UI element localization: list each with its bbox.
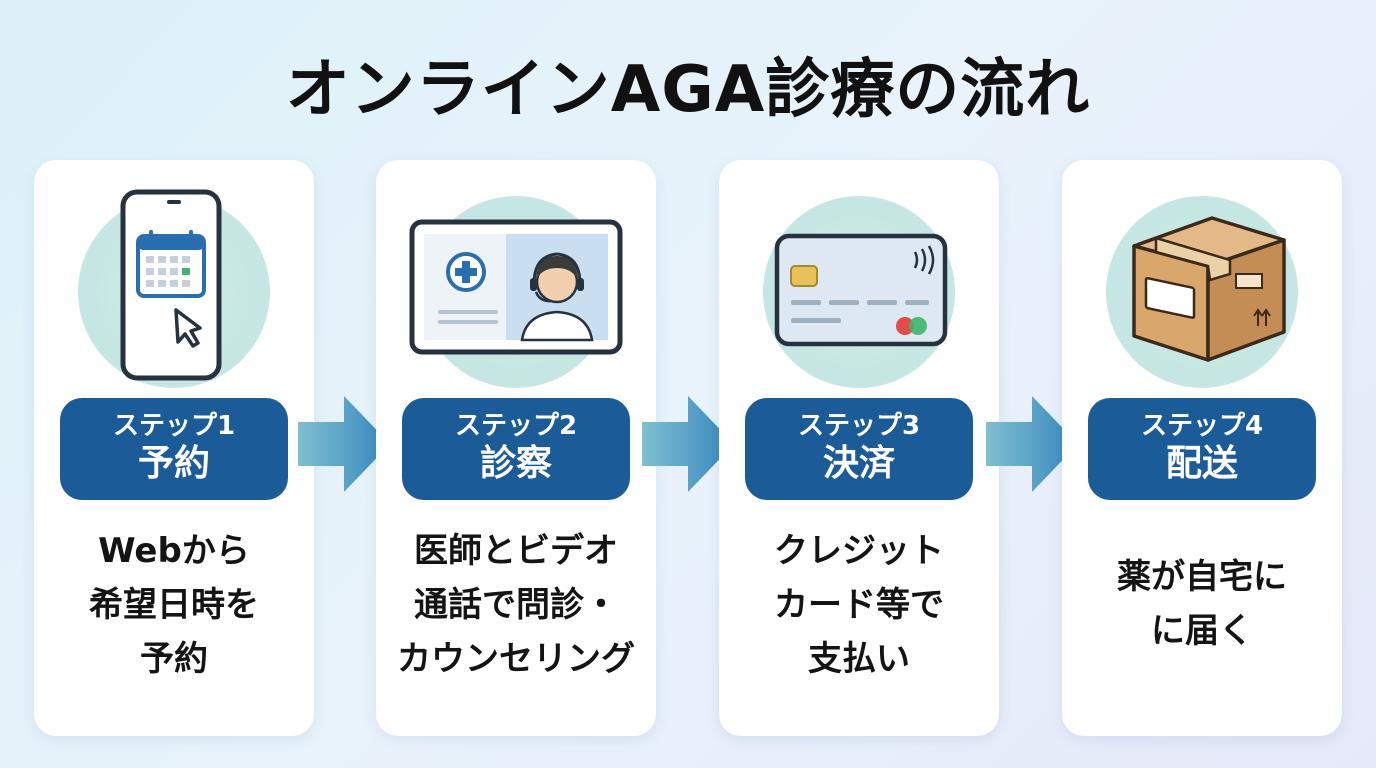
arrow-right-icon xyxy=(298,396,390,492)
step-description: 医師とビデオ 通話で問診・ カウンセリング xyxy=(384,524,648,686)
page-title: オンラインAGA診療の流れ xyxy=(285,53,1091,127)
step-name: 決済 xyxy=(822,443,895,484)
desc-line: 希望日時を xyxy=(89,585,259,625)
desc-line: 予約 xyxy=(140,639,208,679)
desc-line: 医師とビデオ xyxy=(414,531,618,571)
step-card-2: ステップ2 診察 医師とビデオ 通話で問診・ カウンセリング xyxy=(376,160,656,736)
video-consultation-icon xyxy=(409,219,623,355)
step-card-4: ステップ4 配送 薬が自宅に に届く xyxy=(1062,160,1342,736)
step-badge-2: ステップ2 診察 xyxy=(402,398,630,500)
desc-line: カウンセリング xyxy=(397,639,635,679)
step-number-label: ステップ1 xyxy=(112,411,236,441)
desc-line: 薬が自宅に xyxy=(1117,557,1287,597)
credit-card-icon xyxy=(774,233,948,347)
desc-line: カード等で xyxy=(774,585,944,625)
step-badge-3: ステップ3 決済 xyxy=(745,398,973,500)
desc-line: に届く xyxy=(1151,611,1253,651)
desc-line: 支払い xyxy=(808,639,910,679)
shipping-box-icon xyxy=(1132,216,1286,362)
step-description: 薬が自宅に に届く xyxy=(1070,550,1334,658)
step-name: 診察 xyxy=(479,443,552,484)
step-number-label: ステップ2 xyxy=(454,411,578,441)
step-card-3: ステップ3 決済 クレジット カード等で 支払い xyxy=(719,160,999,736)
step-number-label: ステップ4 xyxy=(1140,411,1264,441)
step-badge-4: ステップ4 配送 xyxy=(1088,398,1316,500)
desc-line: 通話で問診・ xyxy=(414,585,618,625)
step-name: 予約 xyxy=(137,443,210,484)
desc-line: Webから xyxy=(98,531,250,571)
step-badge-1: ステップ1 予約 xyxy=(60,398,288,500)
desc-line: クレジット xyxy=(774,531,944,571)
arrow-right-icon xyxy=(642,396,734,492)
step-description: クレジット カード等で 支払い xyxy=(727,524,991,686)
step-card-1: ステップ1 予約 Webから 希望日時を 予約 xyxy=(34,160,314,736)
step-description: Webから 希望日時を 予約 xyxy=(42,524,306,686)
arrow-right-icon xyxy=(986,396,1078,492)
step-number-label: ステップ3 xyxy=(797,411,921,441)
step-name: 配送 xyxy=(1165,443,1238,484)
smartphone-calendar-icon xyxy=(120,189,222,381)
